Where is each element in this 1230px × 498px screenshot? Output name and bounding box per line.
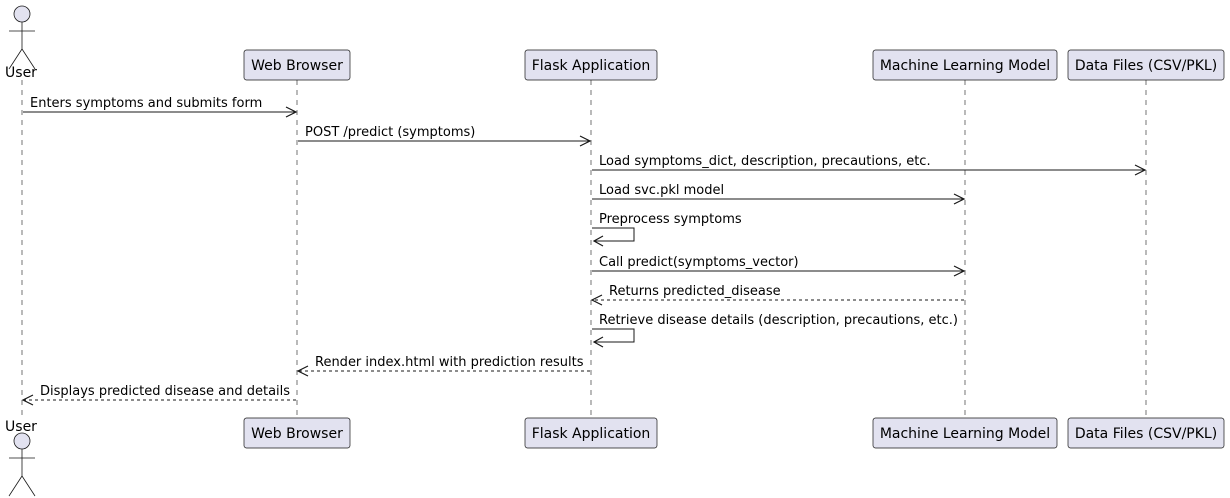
participant-ml-bottom: Machine Learning Model [872,417,1058,449]
message-label-4: Load svc.pkl model [599,183,724,198]
actor-leg-right-bottom [21,475,36,497]
arrowhead-9 [296,365,309,377]
arrowhead-6 [953,265,966,277]
message-9: Render index.html with prediction result… [296,355,590,377]
message-10: Displays predicted disease and details [21,384,296,406]
participant-label-flask-top: Flask Application [532,58,651,74]
message-3: Load symptoms_dict, description, precaut… [592,154,1147,176]
arrowhead-7 [590,294,603,306]
participant-label-bottom: User [5,419,37,435]
arrowhead-5 [592,235,604,247]
message-line-8 [592,328,635,343]
message-label-9: Render index.html with prediction result… [315,355,584,370]
participant-box-browser-bottom [243,417,351,449]
message-label-1: Enters symptoms and submits form [30,96,262,111]
actor-top: User [5,5,37,81]
participant-files-top: Data Files (CSV/PKL) [1067,49,1225,81]
arrowhead-4 [953,193,966,205]
message-label-8: Retrieve disease details (description, p… [599,313,958,328]
actor-bottom: User [5,419,37,497]
participant-files-bottom: Data Files (CSV/PKL) [1067,417,1225,449]
arrowhead-1 [285,106,298,118]
message-label-7: Returns predicted_disease [609,284,781,299]
participant-browser-top: Web Browser [243,49,351,81]
participant-box-browser-top [243,49,351,81]
participant-label-ml-top: Machine Learning Model [880,58,1050,74]
message-label-3: Load symptoms_dict, description, precaut… [599,154,931,169]
message-4: Load svc.pkl model [592,183,966,205]
arrowhead-3 [1134,164,1147,176]
participant-box-files-top [1067,49,1225,81]
message-label-5: Preprocess symptoms [599,212,742,227]
message-1: Enters symptoms and submits form [23,96,298,118]
participant-box-flask-top [524,49,658,81]
participant-flask-top: Flask Application [524,49,658,81]
participant-box-ml-top [872,49,1058,81]
message-label-2: POST /predict (symptoms) [305,125,475,140]
message-label-6: Call predict(symptoms_vector) [599,255,799,270]
actor-head-top [13,5,31,23]
message-line-5 [592,227,635,242]
message-2: POST /predict (symptoms) [298,125,592,147]
participant-label-files-bottom: Data Files (CSV/PKL) [1075,426,1217,442]
participant-label-browser-top: Web Browser [251,58,343,74]
actor-leg-left-bottom [8,475,23,497]
arrowhead-8 [592,336,604,348]
participant-ml-top: Machine Learning Model [872,49,1058,81]
actor-leg-right-top [21,48,36,70]
participant-label-ml-bottom: Machine Learning Model [880,426,1050,442]
participant-label-browser-bottom: Web Browser [251,426,343,442]
arrowhead-2 [579,135,592,147]
participant-label-top: User [5,65,37,81]
participant-box-files-bottom [1067,417,1225,449]
actor-head-bottom [13,432,31,450]
message-7: Returns predicted_disease [590,284,964,306]
participant-box-flask-bottom [524,417,658,449]
arrowhead-10 [21,394,34,406]
message-label-10: Displays predicted disease and details [40,384,290,399]
message-6: Call predict(symptoms_vector) [592,255,966,277]
participant-flask-bottom: Flask Application [524,417,658,449]
participant-label-files-top: Data Files (CSV/PKL) [1075,58,1217,74]
participant-browser-bottom: Web Browser [243,417,351,449]
actor-leg-left-top [8,48,23,70]
participant-label-flask-bottom: Flask Application [532,426,651,442]
message-5: Preprocess symptoms [592,212,742,247]
participant-box-ml-bottom [872,417,1058,449]
message-8: Retrieve disease details (description, p… [592,313,958,348]
